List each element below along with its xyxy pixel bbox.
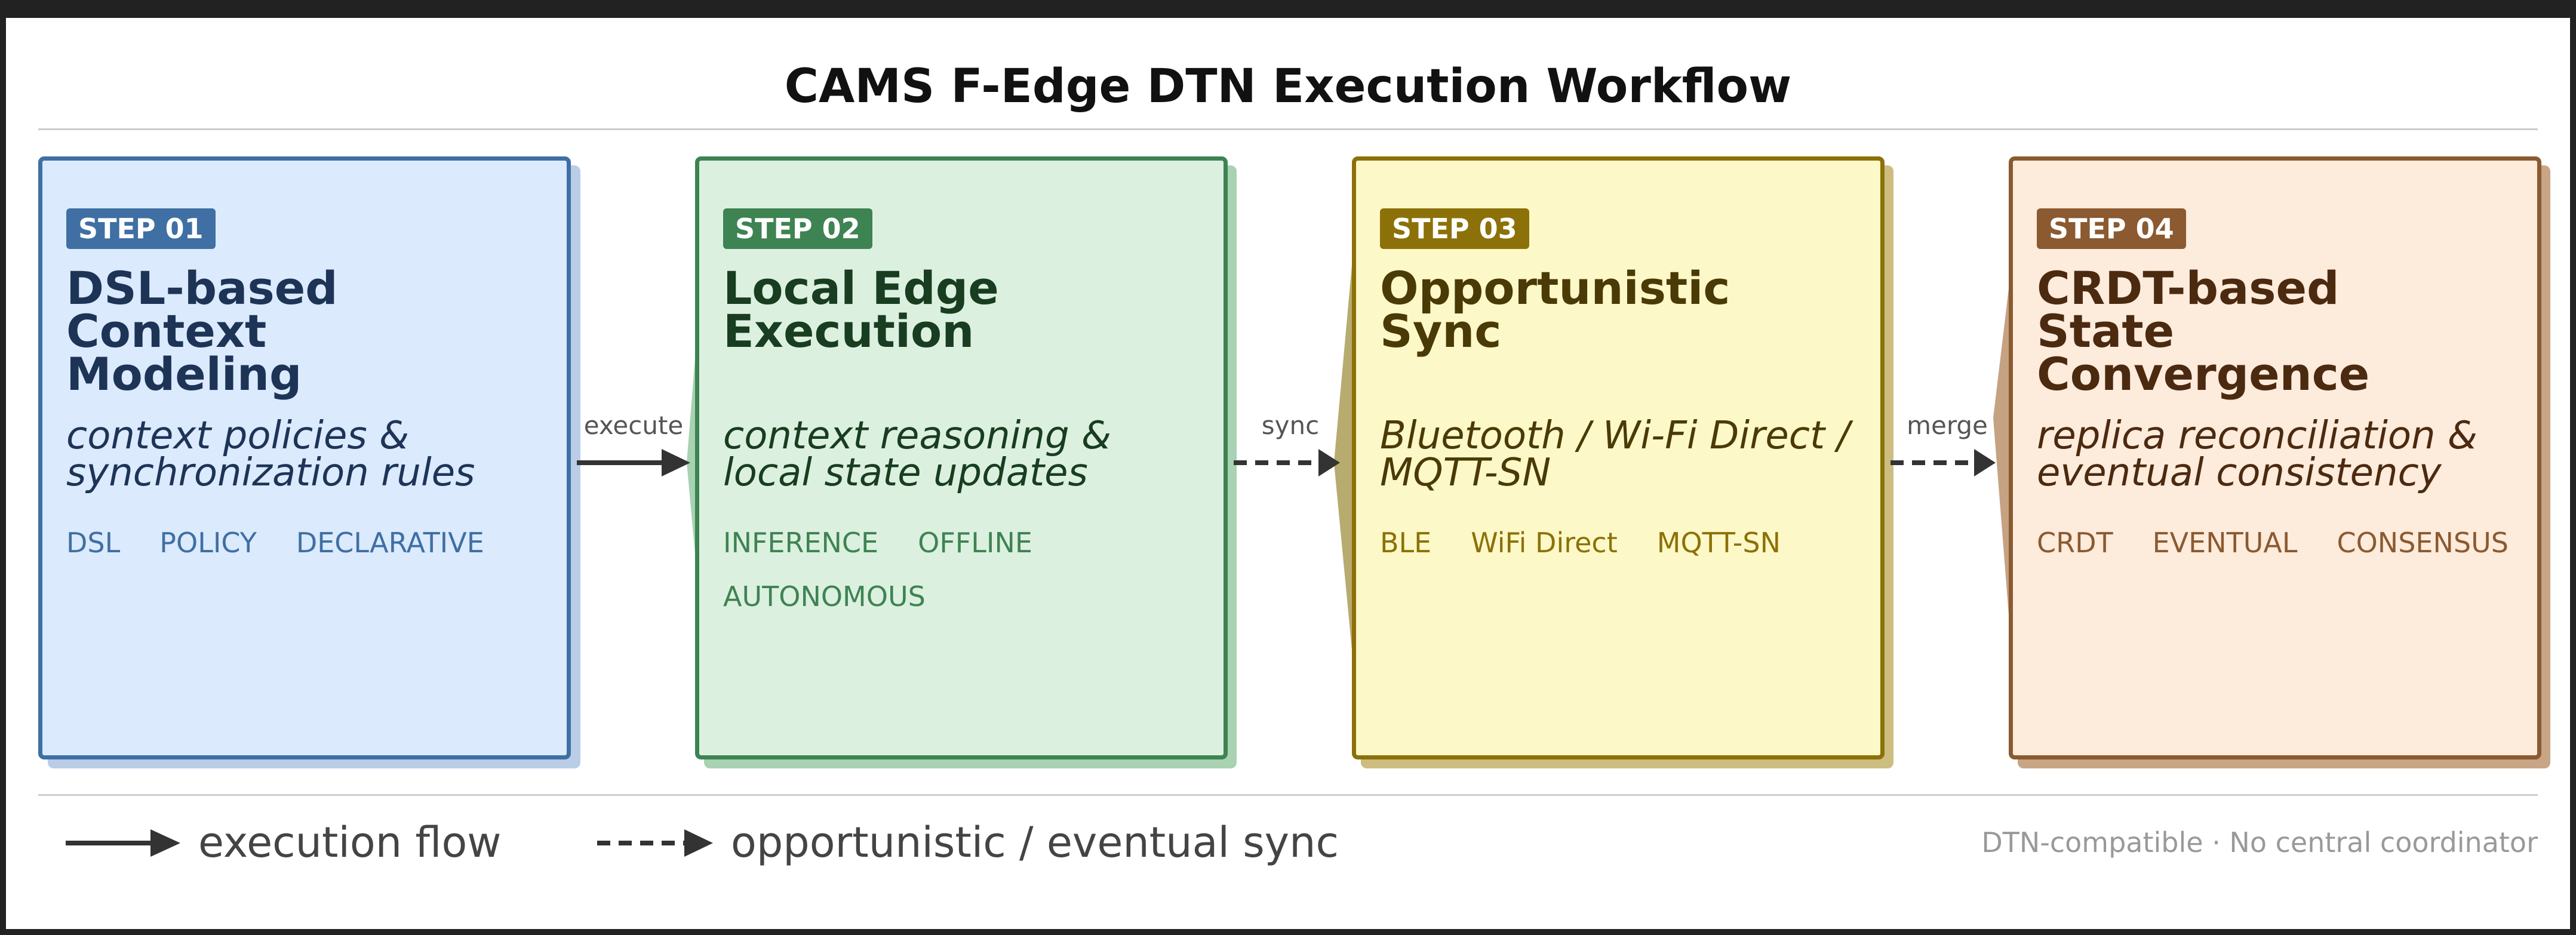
step-card-4: STEP 04 CRDT-based State Convergence rep…	[2009, 156, 2541, 759]
step-description: context policies & synchronization rules	[66, 414, 556, 495]
step-desc-line: context reasoning &	[723, 414, 1111, 458]
step-desc-line: context policies &	[66, 414, 409, 458]
fan-shape-2	[687, 328, 697, 579]
step-tag: BLE	[1380, 527, 1432, 559]
step-title-line: Local Edge	[723, 262, 999, 315]
step-badge: STEP 02	[723, 208, 872, 249]
step-description: Bluetooth / Wi-Fi Direct / MQTT-SN	[1380, 414, 1870, 495]
title-divider	[38, 128, 2538, 130]
step-badge: STEP 01	[66, 208, 216, 249]
diagram-title: CAMS F-Edge DTN Execution Workflow	[784, 60, 1792, 113]
step-title: Opportunistic Sync	[1380, 262, 1870, 358]
step-tag: MQTT-SN	[1656, 527, 1781, 559]
fan-shape-3	[1334, 239, 1354, 675]
step-title-line: DSL-based	[66, 262, 338, 315]
connector-label-sync: sync	[1261, 411, 1320, 440]
legend-label-sync: opportunistic / eventual sync	[731, 818, 1339, 867]
step-card-3: STEP 03 Opportunistic Sync Bluetooth / W…	[1352, 156, 1885, 759]
arrowhead-icon	[662, 449, 690, 476]
step-desc-line: synchronization rules	[66, 451, 475, 495]
step-badge: STEP 04	[2037, 208, 2186, 249]
footnote: DTN-compatible · No central coordinator	[1981, 826, 2538, 859]
legend-dashed-arrow-icon	[597, 829, 713, 857]
step-tags: BLE WiFi Direct MQTT-SN	[1380, 526, 1870, 559]
step-title: CRDT-based State Convergence	[2037, 262, 2526, 401]
legend-divider	[38, 794, 2538, 796]
step-tag: WiFi Direct	[1471, 527, 1618, 559]
legend-solid-arrow-icon	[66, 829, 180, 857]
step-title-line: Opportunistic	[1380, 262, 1730, 315]
step-description: replica reconciliation & eventual consis…	[2037, 414, 2526, 495]
step-card-2: STEP 02 Local Edge Execution context rea…	[695, 156, 1228, 759]
step-tag: DECLARATIVE	[296, 527, 484, 559]
step-tag: AUTONOMOUS	[723, 580, 926, 613]
connector-label-merge: merge	[1907, 411, 1988, 440]
step-title-line: Context	[66, 305, 267, 358]
arrowhead-icon	[1974, 449, 1996, 476]
step-tag: CRDT	[2037, 527, 2113, 559]
step-title-line: Modeling	[66, 347, 302, 401]
step-title-line: Execution	[723, 305, 975, 358]
step-card-1: STEP 01 DSL-based Context Modeling conte…	[38, 156, 571, 759]
step-desc-line: replica reconciliation &	[2037, 414, 2477, 458]
step-desc-line: eventual consistency	[2037, 451, 2442, 495]
step-tags: DSL POLICY DECLARATIVE	[66, 526, 556, 559]
connector-merge	[1890, 449, 1996, 476]
connector-sync	[1234, 449, 1340, 476]
connector-label-execute: execute	[583, 411, 684, 440]
step-tag: INFERENCE	[723, 527, 879, 559]
legend-label-execution: execution flow	[198, 818, 502, 867]
step-desc-line: local state updates	[723, 451, 1088, 495]
step-title: Local Edge Execution	[723, 262, 1213, 358]
step-tag: OFFLINE	[918, 527, 1032, 559]
step-title-line: CRDT-based	[2037, 262, 2340, 315]
step-desc-line: Bluetooth / Wi-Fi Direct /	[1380, 414, 1850, 458]
step-tags: CRDT EVENTUAL CONSENSUS	[2037, 526, 2526, 559]
step-tag: EVENTUAL	[2152, 527, 2298, 559]
step-tag: POLICY	[159, 527, 257, 559]
connector-execute	[577, 449, 690, 476]
step-title-line: Convergence	[2037, 347, 2370, 401]
fan-shape-4	[1993, 269, 2011, 645]
arrowhead-icon	[1318, 449, 1340, 476]
step-tag: DSL	[66, 527, 121, 559]
step-title: DSL-based Context Modeling	[66, 262, 556, 401]
step-title-line: Sync	[1380, 305, 1502, 358]
step-tag: CONSENSUS	[2337, 527, 2509, 559]
step-desc-line: MQTT-SN	[1380, 451, 1551, 495]
step-badge: STEP 03	[1380, 208, 1529, 249]
step-description: context reasoning & local state updates	[723, 414, 1213, 495]
step-tags: INFERENCE OFFLINE AUTONOMOUS	[723, 526, 1213, 613]
step-title-line: State	[2037, 305, 2175, 358]
